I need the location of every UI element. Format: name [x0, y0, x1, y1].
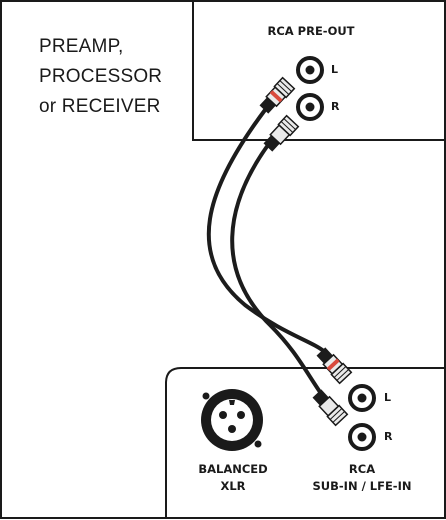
- sub-in-jack-left-label: L: [384, 391, 392, 404]
- preamp-title-line-1: PREAMP,: [39, 36, 124, 57]
- xlr-label-line-2: XLR: [220, 479, 246, 493]
- cable-left: [206, 108, 327, 354]
- rca-plug-right-top: [263, 114, 300, 152]
- sub-in-jack-right: [348, 423, 376, 451]
- pre-out-label: RCA PRE-OUT: [267, 24, 355, 38]
- xlr-label-line-1: BALANCED: [198, 462, 268, 476]
- rca-plug-left-top: [259, 76, 296, 114]
- pre-out-jack-right: [296, 93, 324, 121]
- pre-out-jack-left: [296, 56, 324, 84]
- rca-plug-right-bottom: [312, 389, 349, 427]
- cable-group: [206, 108, 327, 394]
- cable-right: [230, 143, 322, 394]
- rca-plug-left-bottom: [316, 347, 353, 385]
- preamp-title-line-2: PROCESSOR: [39, 66, 163, 87]
- pre-out-jack-right-label: R: [331, 100, 340, 113]
- rca-sub-in-label-line-2: SUB-IN / LFE-IN: [312, 479, 412, 493]
- rca-sub-in-label-line-1: RCA: [348, 462, 376, 476]
- subwoofer-input-panel: [165, 367, 445, 519]
- sub-in-jack-right-label: R: [384, 430, 393, 443]
- sub-in-jack-left: [348, 384, 376, 412]
- xlr-input-connector: [201, 389, 263, 451]
- pre-out-jack-left-label: L: [331, 63, 339, 76]
- pre-out-panel: [192, 1, 445, 141]
- preamp-title-line-3: or RECEIVER: [39, 96, 161, 117]
